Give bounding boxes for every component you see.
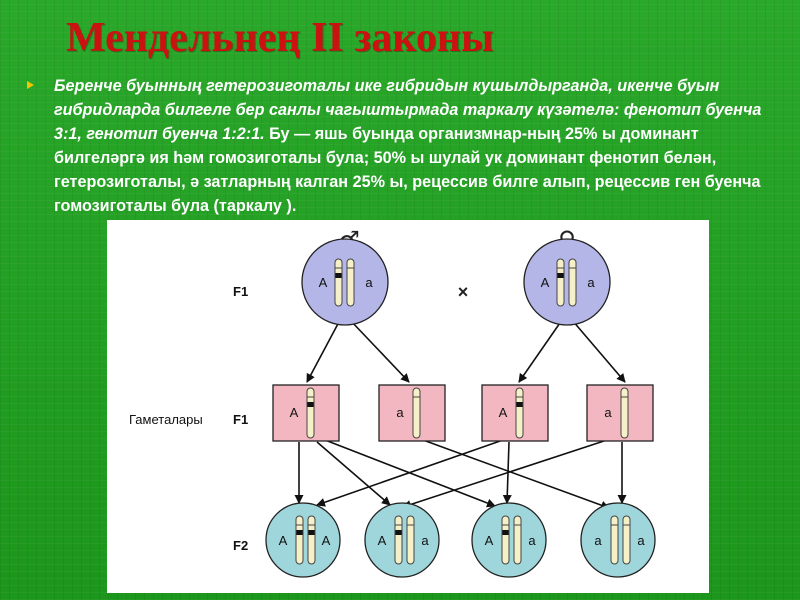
- offspring-chromosome-right: [406, 515, 415, 565]
- parent-cell-membrane: [523, 238, 611, 326]
- gamete-chromosome: [412, 387, 421, 439]
- gamete-cell-4: a: [586, 384, 654, 442]
- parent-row-label: F1: [233, 284, 248, 299]
- offspring-chromosome-left: [610, 515, 619, 565]
- arrow-parent2-gamete3: [518, 319, 563, 383]
- parent-chromosome-left: [334, 258, 343, 307]
- offspring-allele-left: a: [594, 533, 602, 548]
- offspring-chromosome-left: [501, 515, 510, 565]
- gametes-row-label: F1: [233, 412, 248, 427]
- offspring-row-label: F2: [233, 538, 248, 553]
- gamete-chromosome: [515, 387, 524, 439]
- gamete-allele: a: [396, 405, 404, 420]
- parent-chromosome-right: [568, 258, 577, 307]
- offspring-chromosome-left-band: [395, 530, 402, 535]
- arrow-g3-o1: [316, 439, 504, 507]
- bullet-text: Беренче буынның гетерозиготалы ике гибри…: [54, 74, 782, 218]
- gamete-chromosome-band: [516, 402, 523, 407]
- parent-chromosome-left-band: [335, 273, 342, 278]
- gamete-chromosome: [620, 387, 629, 439]
- gamete-chromosome-band: [307, 402, 314, 407]
- parent-chromosome-right: [346, 258, 355, 307]
- parent-chromosome-left-band: [557, 273, 564, 278]
- gamete-cell-membrane: [481, 384, 549, 442]
- gamete-allele: A: [499, 405, 508, 420]
- gametes-label: Гаметалары: [129, 412, 203, 427]
- arrow-parent1-gamete2: [349, 319, 410, 383]
- gamete-allele: A: [290, 405, 299, 420]
- offspring-chromosome-left: [394, 515, 403, 565]
- gamete-cell-membrane: [272, 384, 340, 442]
- offspring-allele-left: A: [279, 533, 288, 548]
- diagram-canvas: F1 Гаметалары F1 F2 ♂ ♀ × AaAaAaAaAAAaAa…: [129, 226, 656, 578]
- bullet-paragraph: Беренче буынның гетерозиготалы ике гибри…: [22, 74, 782, 218]
- gamete-cell-membrane: [586, 384, 654, 442]
- parent-allele-right: a: [365, 275, 373, 290]
- arrow-parent2-gamete4: [571, 319, 626, 383]
- parent-chromosome-left: [556, 258, 565, 307]
- gamete-cell-membrane: [378, 384, 446, 442]
- gamete-cell-3: A: [481, 384, 549, 442]
- arrow-parent1-gamete1: [306, 319, 341, 383]
- gamete-allele: a: [604, 405, 612, 420]
- offspring-chromosome-left-band: [502, 530, 509, 535]
- parent-cell-membrane: [301, 238, 389, 326]
- gamete-cell-2: a: [378, 384, 446, 442]
- parent-allele-left: A: [319, 275, 328, 290]
- offspring-allele-right: a: [528, 533, 536, 548]
- offspring-allele-left: A: [485, 533, 494, 548]
- bullet-text-italic: Беренче буынның гетерозиготалы ике гибри…: [54, 77, 762, 143]
- cross-sign: ×: [458, 282, 469, 302]
- offspring-chromosome-left: [295, 515, 304, 565]
- mendel-cross-diagram: F1 Гаметалары F1 F2 ♂ ♀ × AaAaAaAaAAAaAa…: [107, 220, 709, 593]
- arrow-g2-o4: [422, 439, 610, 510]
- offspring-chromosome-left-band: [296, 530, 303, 535]
- offspring-allele-left: A: [378, 533, 387, 548]
- arrow-g1-o2: [316, 441, 391, 506]
- gamete-chromosome: [306, 387, 315, 439]
- offspring-allele-right: a: [421, 533, 429, 548]
- offspring-allele-right: a: [637, 533, 645, 548]
- bullet-text-regular: Бу — яшь буында организмнар-ның 25% ы до…: [54, 125, 761, 215]
- parent-allele-left: A: [541, 275, 550, 290]
- slide-title: Мендельнең II законы: [66, 15, 494, 61]
- gamete-cell-1: A: [272, 384, 340, 442]
- parent-allele-right: a: [587, 275, 595, 290]
- offspring-chromosome-right: [513, 515, 522, 565]
- arrow-g4-o2: [402, 439, 608, 509]
- offspring-chromosome-right: [307, 515, 316, 565]
- offspring-allele-right: A: [322, 533, 331, 548]
- bullet-arrow-icon: [27, 81, 34, 89]
- offspring-chromosome-right-band: [308, 530, 315, 535]
- offspring-chromosome-right: [622, 515, 631, 565]
